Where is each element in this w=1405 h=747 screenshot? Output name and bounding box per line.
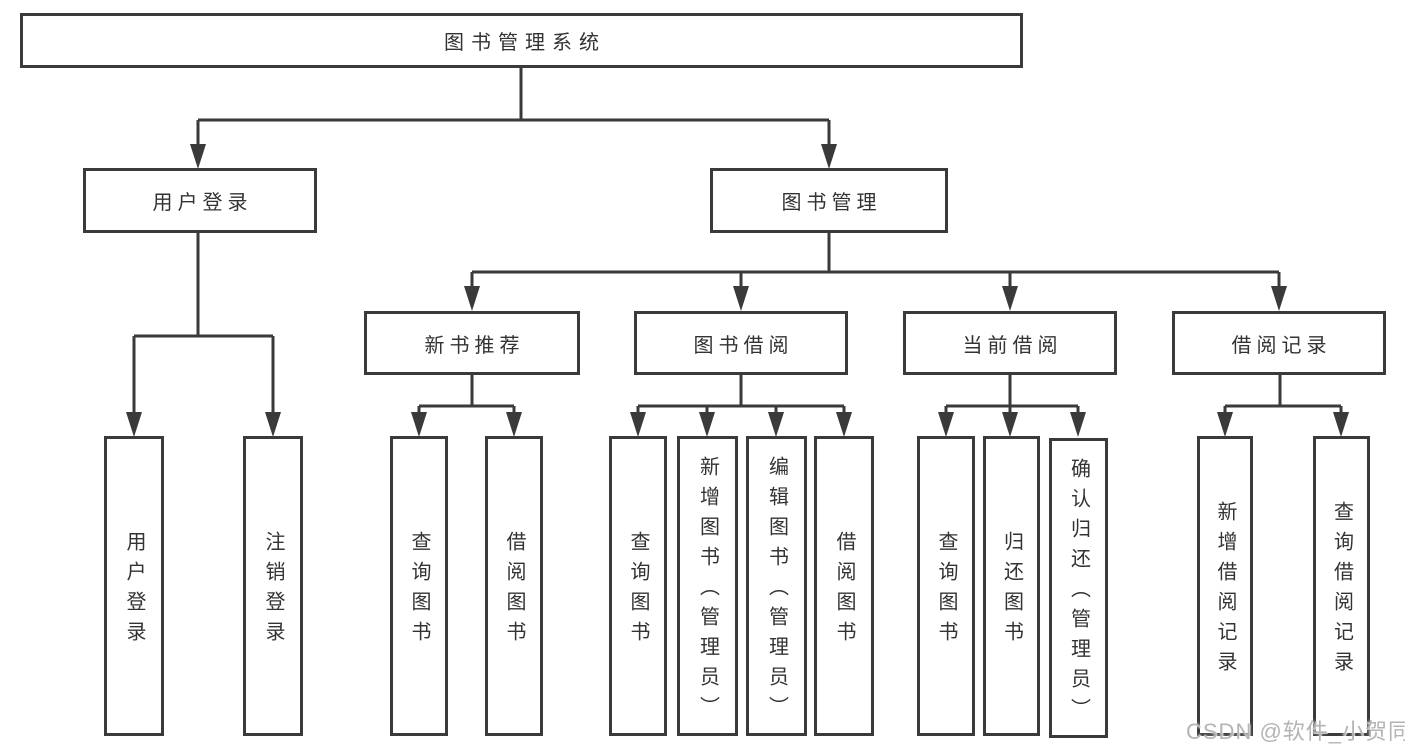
node-user-login: 用户登录 [83, 168, 317, 233]
node-current-borrowing: 当前借阅 [903, 311, 1117, 375]
leaf-borrowing-borrow-books: 借阅图书 [814, 436, 874, 736]
node-label: 图书管理系统 [444, 32, 606, 54]
leaf-newbook-borrow-books: 借阅图书 [485, 436, 543, 736]
connector-newbook-to-leaves [411, 375, 522, 437]
node-label: 图书借阅 [693, 334, 794, 357]
node-label: 用户登录 [123, 531, 145, 651]
node-label: 新书推荐 [424, 334, 525, 357]
node-label: 新增借阅记录 [1214, 501, 1236, 681]
node-label: 图书管理 [781, 192, 882, 214]
leaf-current-confirm-return-admin: 确认归还（管理员） [1049, 438, 1108, 738]
connector-userlogin-to-leaves [126, 233, 281, 437]
connector-root-to-level2 [190, 66, 837, 169]
leaf-current-query-books: 查询图书 [917, 436, 975, 736]
leaf-current-return-books: 归还图书 [983, 436, 1040, 736]
node-label: 注销登录 [262, 531, 284, 651]
node-label: 新增图书（管理员） [696, 456, 719, 726]
node-book-management: 图书管理 [710, 168, 948, 233]
leaf-borrowing-add-books-admin: 新增图书（管理员） [677, 436, 738, 736]
leaf-borrowing-edit-books-admin: 编辑图书（管理员） [746, 436, 807, 736]
connector-bookmgmt-to-level3 [464, 233, 1287, 311]
node-label: 当前借阅 [962, 334, 1063, 357]
node-book-borrowing: 图书借阅 [634, 311, 848, 375]
connector-bookborrow-to-leaves [630, 375, 852, 437]
csdn-watermark: CSDN @软件_小贺同学 [1186, 719, 1405, 744]
node-label: 归还图书 [1000, 531, 1023, 651]
node-label: 借阅图书 [833, 531, 855, 651]
node-label: 确认归还（管理员） [1067, 458, 1090, 728]
node-new-book-recommendation: 新书推荐 [364, 311, 580, 375]
node-label: 借阅图书 [503, 531, 525, 651]
node-label: 查询图书 [627, 531, 649, 651]
leaf-newbook-query-books: 查询图书 [390, 436, 448, 736]
connector-currentborrow-to-leaves [938, 375, 1086, 437]
node-label: 查询图书 [408, 531, 430, 651]
node-label: 查询图书 [935, 531, 957, 651]
connector-borrowrecord-to-leaves [1217, 375, 1349, 437]
leaf-records-add-record: 新增借阅记录 [1197, 436, 1253, 736]
leaf-user-login: 用户登录 [104, 436, 164, 736]
node-label: 编辑图书（管理员） [765, 456, 788, 726]
node-library-management-system: 图书管理系统 [20, 13, 1023, 68]
leaf-borrowing-query-books: 查询图书 [609, 436, 667, 736]
leaf-logout: 注销登录 [243, 436, 303, 736]
node-borrowing-records: 借阅记录 [1172, 311, 1386, 375]
leaf-records-query-record: 查询借阅记录 [1313, 436, 1370, 736]
node-label: 查询借阅记录 [1330, 501, 1353, 681]
node-label: 借阅记录 [1231, 334, 1332, 357]
node-label: 用户登录 [152, 192, 253, 214]
